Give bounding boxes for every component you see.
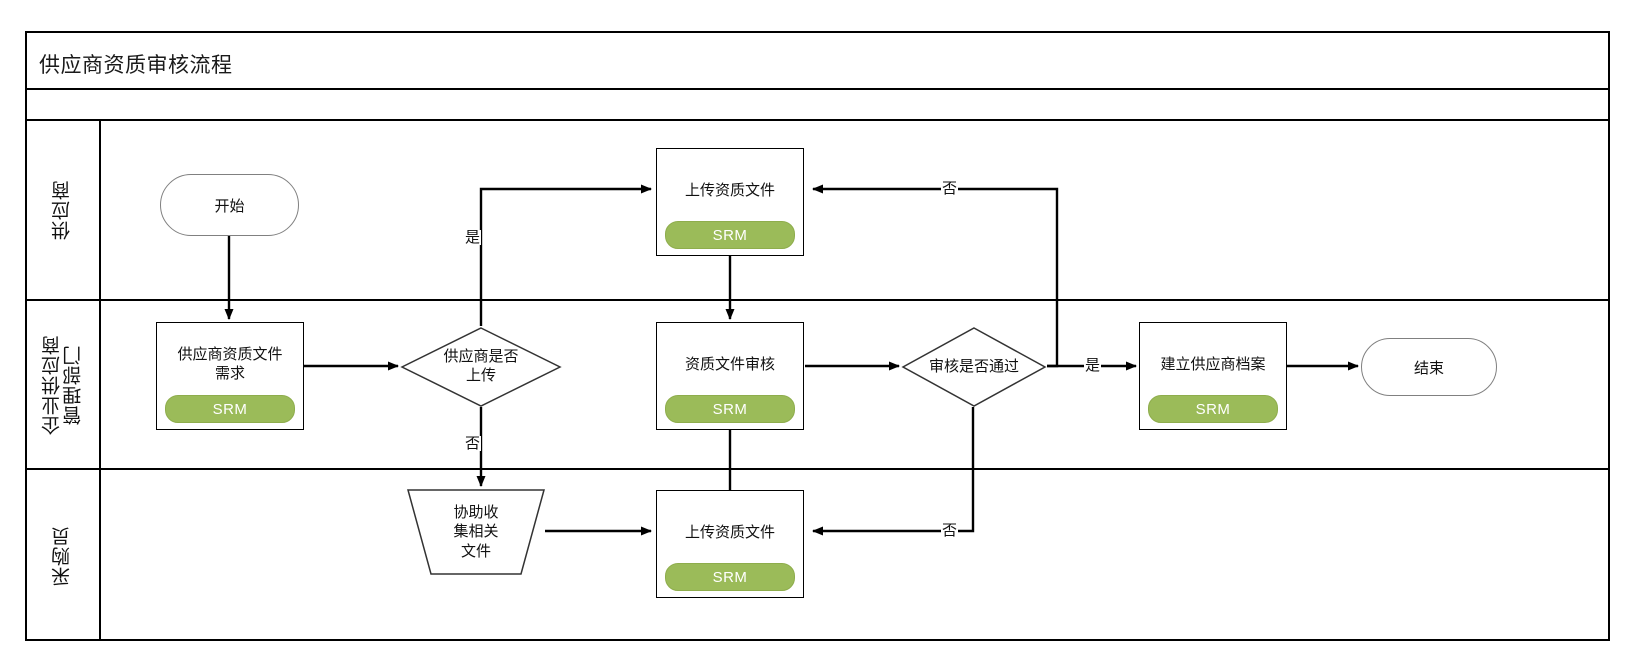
decision-shape — [400, 327, 562, 407]
node-end-label: 结束 — [1413, 359, 1444, 377]
node-create-file-label: 建立供应商档案 — [1160, 355, 1266, 373]
node-upload-supplier[interactable]: 上传资质文件 SRM — [656, 148, 804, 256]
node-start-label: 开始 — [214, 197, 245, 215]
decision-shape — [901, 327, 1047, 407]
edge-label-no-upload: 否 — [464, 435, 482, 452]
lane-buyer: 采购员 — [27, 470, 1608, 641]
lane-header-buyer: 采购员 — [27, 470, 101, 641]
node-decision-pass-label: 审核是否通过 — [928, 357, 1019, 375]
lane-label-srm-dept: 企业供应商 管理部门 — [41, 334, 84, 435]
srm-badge: SRM — [665, 395, 795, 423]
node-need-docs-label: 供应商资质文件 需求 — [177, 346, 283, 382]
node-review-docs-label: 资质文件审核 — [684, 355, 775, 373]
node-need-docs[interactable]: 供应商资质文件 需求 SRM — [156, 322, 304, 430]
node-review-docs[interactable]: 资质文件审核 SRM — [656, 322, 804, 430]
node-assist-collect[interactable]: 协助收 集相关 文件 — [406, 488, 546, 576]
node-decision-pass[interactable]: 审核是否通过 — [901, 326, 1047, 408]
edge-label-yes-pass: 是 — [1084, 357, 1102, 374]
node-upload-supplier-label: 上传资质文件 — [684, 181, 775, 199]
edge-label-no-pass-top: 否 — [941, 180, 959, 197]
node-create-file[interactable]: 建立供应商档案 SRM — [1139, 322, 1287, 430]
srm-badge: SRM — [1148, 395, 1278, 423]
node-end[interactable]: 结束 — [1361, 338, 1497, 396]
page-title: 供应商资质审核流程 — [39, 54, 233, 77]
srm-badge: SRM — [665, 563, 795, 591]
edge-label-yes-upload: 是 — [464, 229, 482, 246]
node-upload-buyer-label: 上传资质文件 — [684, 523, 775, 541]
node-start[interactable]: 开始 — [160, 174, 299, 236]
lane-label-supplier: 供应商 — [52, 180, 74, 240]
lane-header-srm-dept: 企业供应商 管理部门 — [27, 301, 101, 468]
srm-badge: SRM — [665, 221, 795, 249]
title-band: 供应商资质审核流程 — [27, 33, 1608, 90]
node-upload-buyer[interactable]: 上传资质文件 SRM — [656, 490, 804, 598]
node-decision-upload-label: 供应商是否 上传 — [443, 348, 519, 384]
srm-badge: SRM — [165, 395, 295, 423]
lane-header-supplier: 供应商 — [27, 121, 101, 299]
edge-label-no-pass-bottom: 否 — [941, 522, 959, 539]
node-decision-upload[interactable]: 供应商是否 上传 — [400, 326, 562, 408]
phase-band — [27, 90, 1608, 121]
manual-operation-shape — [407, 489, 545, 575]
lane-label-buyer: 采购员 — [52, 525, 74, 586]
node-assist-collect-label: 协助收 集相关 文件 — [453, 503, 499, 560]
